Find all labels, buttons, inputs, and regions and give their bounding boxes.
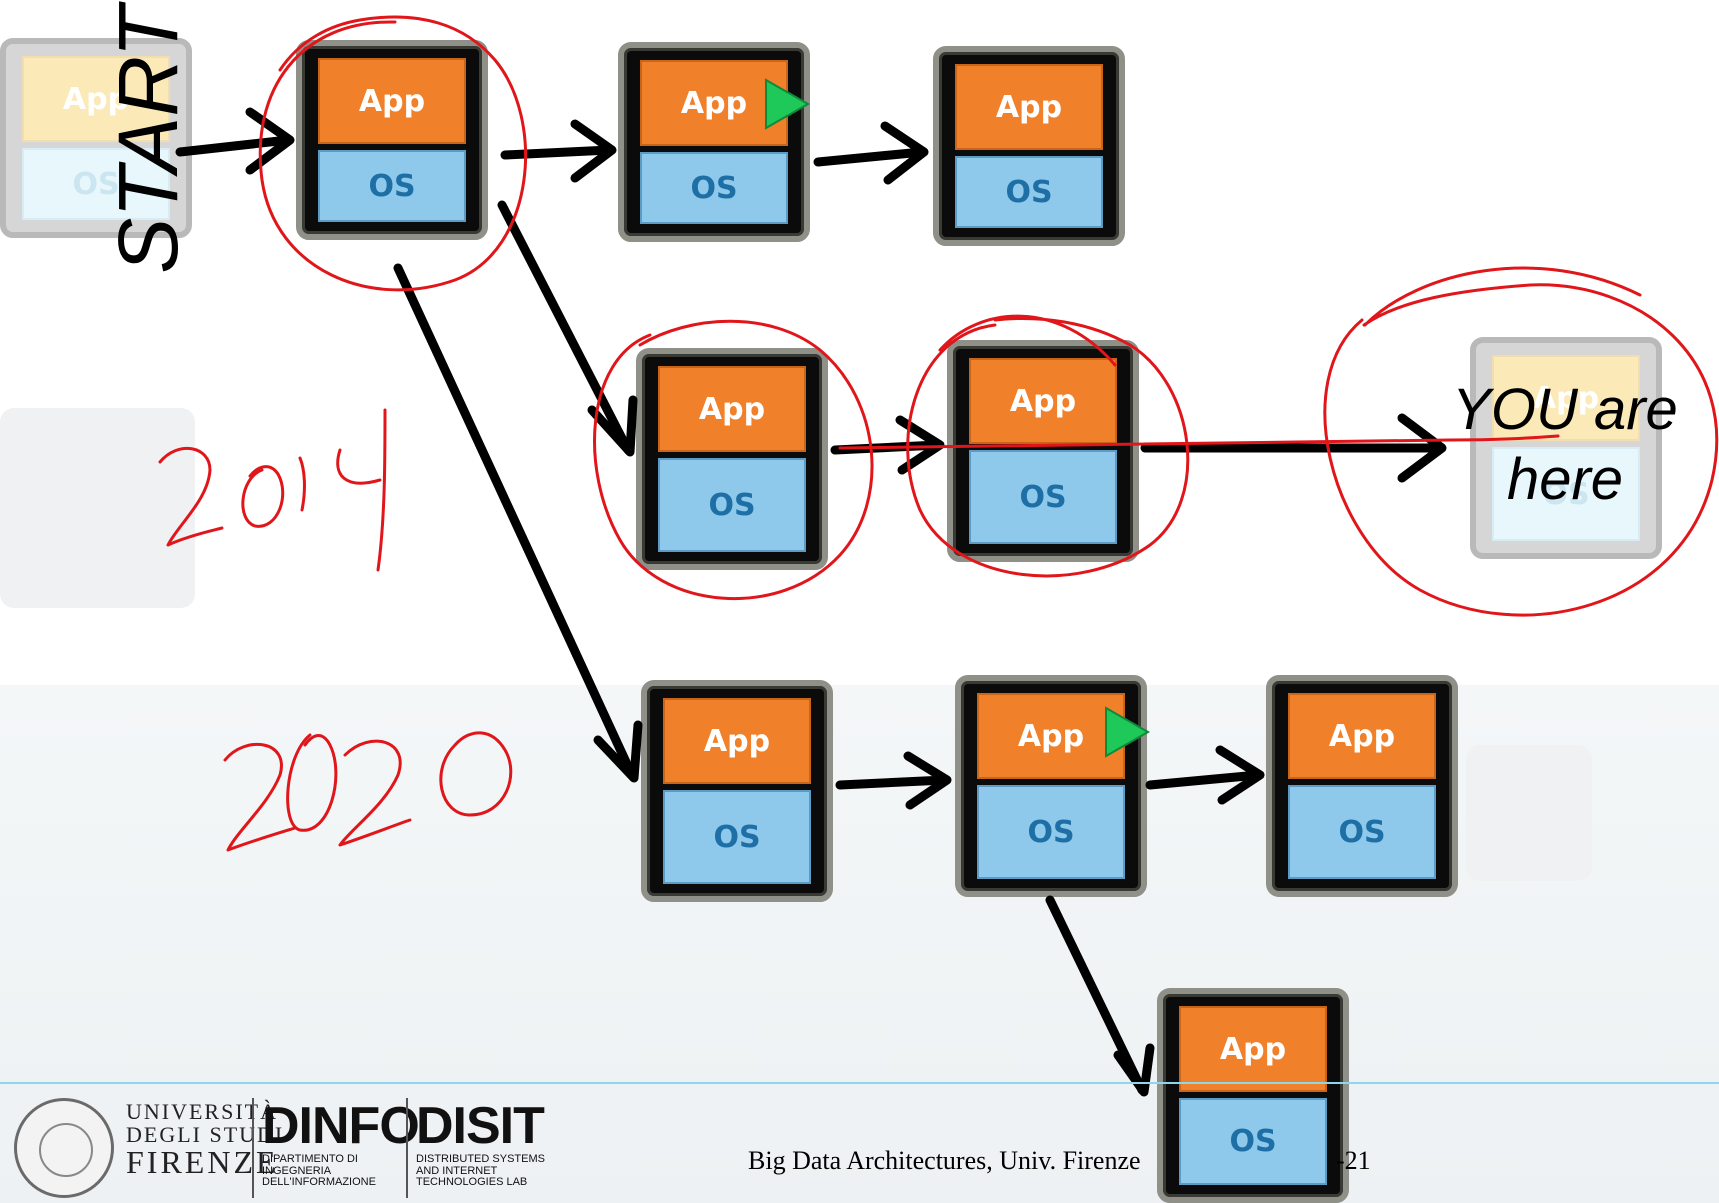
dinfo-subtitle-line: DELL'INFORMAZIONE — [262, 1176, 376, 1189]
course-footer-text: Big Data Architectures, Univ. Firenze — [748, 1146, 1141, 1175]
arrow-1-to-6 — [393, 263, 643, 783]
arrow-5-to-you — [1140, 413, 1447, 483]
dinfo-subtitle-line: DIPARTIMENTO DI — [262, 1153, 358, 1165]
container-stack-start: App OS — [0, 38, 192, 238]
app-layer: App — [663, 698, 811, 784]
footer-divider — [0, 1082, 1719, 1084]
container-stack-6: App OS — [641, 680, 833, 902]
disit-title: DISIT — [416, 1097, 545, 1155]
dinfo-subtitle-line: INGEGNERIA — [262, 1164, 332, 1177]
background-decor-left — [0, 408, 195, 608]
arrow-6-to-7 — [835, 751, 952, 810]
arrow-7-to-8 — [1145, 745, 1265, 805]
app-layer: App — [1179, 1006, 1327, 1092]
play-marker-icon — [1105, 706, 1151, 758]
app-layer: App — [22, 56, 170, 142]
os-layer: OS — [663, 790, 811, 884]
dinfo-title: DINFO — [262, 1097, 420, 1155]
app-layer: App — [1492, 355, 1640, 441]
os-layer: OS — [658, 458, 806, 552]
you-are-here-label: YOU are here — [1435, 375, 1695, 514]
container-stack-8: App OS — [1266, 675, 1458, 897]
annotation-circle-you — [1323, 266, 1719, 617]
university-line-3: FIRENZE — [126, 1144, 279, 1181]
annotation-circle-4 — [593, 319, 874, 601]
you-are-here-line-1: YOU are — [1452, 377, 1678, 442]
arrow-7-to-9 — [1045, 895, 1155, 1097]
dinfo-subtitle: DIPARTIMENTO DI INGEGNERIA DELL'INFORMAZ… — [262, 1153, 419, 1189]
app-layer: App — [977, 693, 1125, 779]
os-layer: OS — [1492, 447, 1640, 541]
disit-subtitle: DISTRIBUTED SYSTEMS AND INTERNET TECHNOL… — [416, 1153, 545, 1189]
os-layer: OS — [640, 152, 788, 224]
dinfo-logo: DINFO DIPARTIMENTO DI INGEGNERIA DELL'IN… — [262, 1097, 420, 1189]
university-seal-logo — [14, 1098, 114, 1198]
university-line-1: UNIVERSITÀ — [126, 1099, 278, 1124]
disit-logo: DISIT DISTRIBUTED SYSTEMS AND INTERNET T… — [416, 1100, 545, 1189]
container-stack-1: App OS — [296, 40, 488, 240]
container-stack-2: App OS — [618, 42, 810, 242]
you-are-here-line-2: here — [1506, 446, 1624, 512]
app-layer: App — [1288, 693, 1436, 779]
disit-subtitle-line: DISTRIBUTED SYSTEMS — [416, 1153, 545, 1165]
os-layer: OS — [1288, 785, 1436, 879]
app-layer: App — [969, 358, 1117, 444]
arrow-start-to-1 — [175, 107, 295, 175]
start-label: START — [101, 6, 195, 274]
app-layer: App — [640, 60, 788, 146]
container-stack-you-are-here: App OS — [1470, 337, 1662, 559]
logo-separator — [406, 1098, 408, 1198]
annotation-circle-1 — [258, 15, 528, 292]
os-layer: OS — [318, 150, 466, 222]
os-layer: OS — [22, 148, 170, 220]
arrow-1-to-2 — [500, 119, 617, 183]
play-marker-icon — [765, 78, 811, 130]
app-layer: App — [955, 64, 1103, 150]
university-line-2: DEGLI STUDI — [126, 1122, 285, 1148]
os-layer: OS — [969, 450, 1117, 544]
container-stack-3: App OS — [933, 46, 1125, 246]
container-stack-9: App OS — [1157, 988, 1349, 1203]
annotation-year-2014-strokes — [158, 408, 387, 572]
annotation-strike-line — [838, 434, 1560, 450]
annotation-year-2020-strokes — [223, 731, 513, 852]
container-stack-5: App OS — [947, 340, 1139, 562]
os-layer: OS — [977, 785, 1125, 879]
arrow-1-to-4 — [497, 200, 638, 457]
os-layer: OS — [955, 156, 1103, 228]
app-layer: App — [318, 58, 466, 144]
container-stack-4: App OS — [636, 348, 828, 570]
university-name: UNIVERSITÀ DEGLI STUDI FIRENZE — [126, 1100, 284, 1180]
annotation-circle-5 — [906, 314, 1190, 578]
app-layer: App — [658, 366, 806, 452]
background-decor-right — [1466, 745, 1592, 881]
logo-separator — [252, 1098, 254, 1198]
arrow-2-to-3 — [813, 121, 929, 185]
os-layer: OS — [1179, 1098, 1327, 1185]
footer-year-fragment: -21 — [1336, 1146, 1371, 1175]
disit-subtitle-line: AND INTERNET — [416, 1164, 498, 1177]
disit-subtitle-line: TECHNOLOGIES LAB — [416, 1176, 528, 1189]
arrow-4-to-5 — [830, 415, 945, 475]
